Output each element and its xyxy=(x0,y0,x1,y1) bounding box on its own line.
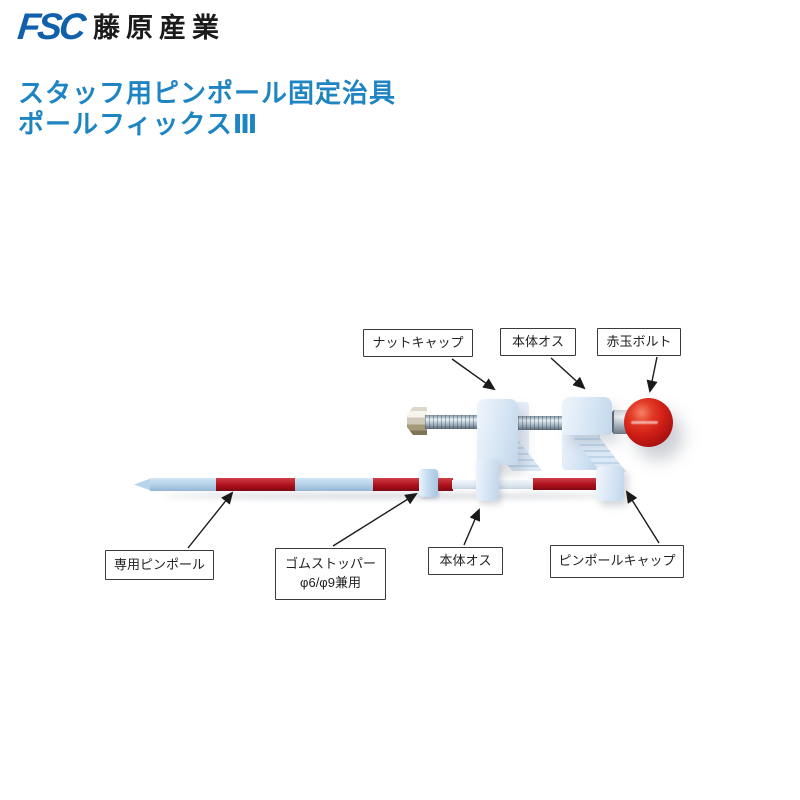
threaded-rod-left xyxy=(425,415,482,429)
company-name: 藤原産業 xyxy=(93,12,225,43)
product-title-line2: ポールフィックスⅢ xyxy=(18,109,259,139)
label-rubber-stopper: ゴムストッパー φ6/φ9兼用 xyxy=(275,548,386,600)
label-rubber-stopper-line1: ゴムストッパー xyxy=(284,556,376,572)
pin-pole-segment xyxy=(295,478,374,491)
pin-pole-segment xyxy=(150,478,217,491)
clamp-right-body xyxy=(562,397,612,435)
rubber-stopper-ring xyxy=(419,469,438,497)
label-body-male-top: 本体オス xyxy=(500,328,576,356)
label-pin-pole-cap-text: ピンポールキャップ xyxy=(558,553,676,569)
clamp-left-foot xyxy=(476,459,499,501)
pin-pole-segment xyxy=(533,478,600,490)
label-body-male-bottom-text: 本体オス xyxy=(439,552,492,568)
label-nut-cap-text: ナットキャップ xyxy=(372,334,464,350)
brand-logo: FSC 藤原産業 xyxy=(16,6,225,47)
clamp-left-body xyxy=(477,399,518,465)
pin-pole-cap-part xyxy=(596,466,624,501)
label-red-ball-bolt-text: 赤玉ボルト xyxy=(606,333,672,349)
label-nut-cap: ナットキャップ xyxy=(363,329,473,357)
product-title-line1: スタッフ用ピンポール固定治具 xyxy=(18,78,397,108)
label-rubber-stopper-line2: φ6/φ9兼用 xyxy=(300,575,361,590)
product-title: スタッフ用ピンポール固定治具 ポールフィックスⅢ xyxy=(18,78,396,140)
label-pin-pole: 専用ピンポール xyxy=(105,550,214,580)
ball-highlight xyxy=(631,421,658,424)
label-red-ball-bolt: 赤玉ボルト xyxy=(597,328,681,356)
label-pin-pole-text: 専用ピンポール xyxy=(113,556,205,572)
label-body-male-top-text: 本体オス xyxy=(511,333,564,349)
label-pin-pole-cap: ピンポールキャップ xyxy=(550,545,684,578)
label-body-male-bottom: 本体オス xyxy=(428,547,503,575)
pin-pole-segment xyxy=(216,478,296,491)
pole-shadow xyxy=(165,493,620,499)
hex-bolt-head xyxy=(407,407,427,435)
